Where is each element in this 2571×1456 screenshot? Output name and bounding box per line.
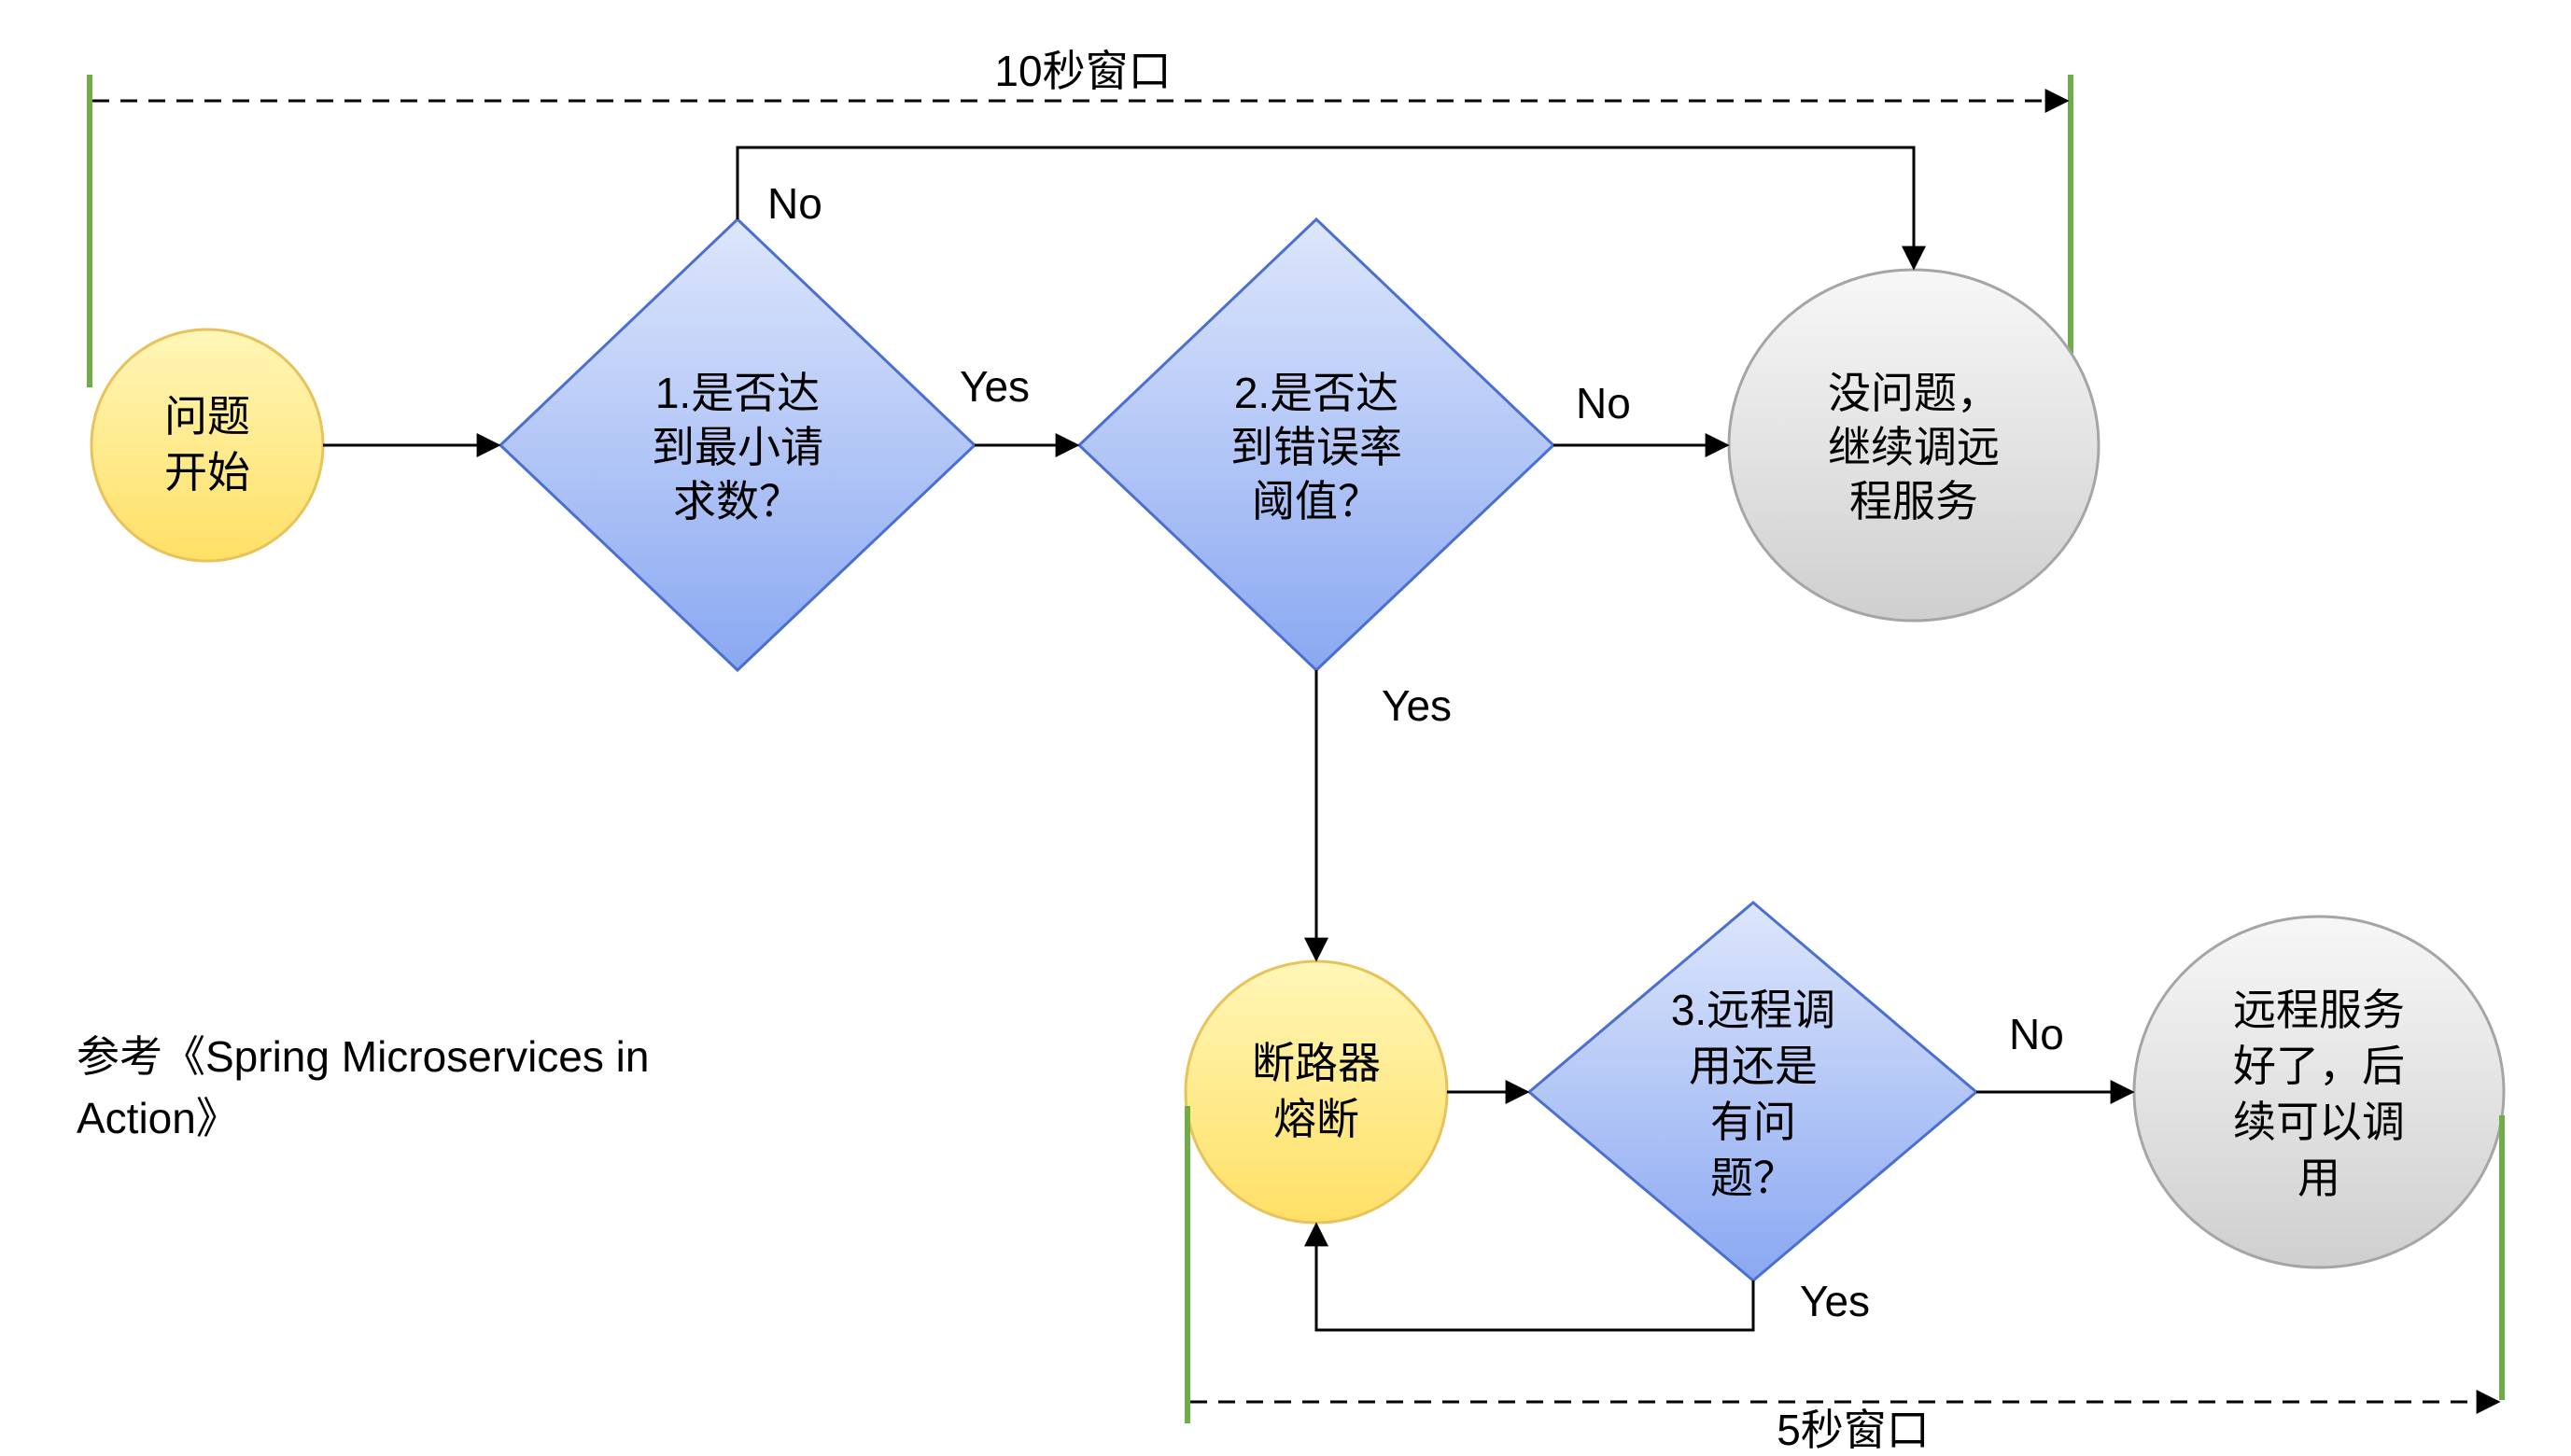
node-ok-line: 程服务	[1849, 477, 1978, 525]
svg-text:续可以调: 续可以调	[2233, 1098, 2405, 1146]
edge-remote-issue-yes	[1304, 1222, 1755, 1332]
decision-min-requests: 1.是否达 到最小请 求数？	[498, 217, 977, 673]
ten-second-window: 10秒窗口	[87, 47, 2073, 387]
svg-text:程服务: 程服务	[1849, 477, 1978, 525]
edge-label-min-requests-yes: Yes	[960, 362, 1030, 411]
reference-note-line-1: 参考《Spring Microservices in	[77, 1032, 649, 1081]
node-ok-continue: 没问题， 继续调远 程服务	[1727, 268, 2100, 623]
decision-text-line: 用还是	[1689, 1042, 1818, 1090]
svg-text:继续调远: 继续调远	[1828, 423, 2000, 471]
svg-text:到最小请: 到最小请	[652, 423, 823, 471]
svg-text:开始: 开始	[164, 448, 250, 497]
node-start-line: 开始	[164, 448, 250, 497]
svg-text:用: 用	[2297, 1154, 2340, 1202]
svg-text:没问题，: 没问题，	[1828, 369, 2000, 417]
decision-text-line: 1.是否达	[655, 369, 820, 417]
node-ok-line: 没问题，	[1828, 369, 2000, 417]
svg-text:到错误率: 到错误率	[1230, 423, 1402, 471]
node-remote-recovered: 远程服务 好了，后 续可以调 用	[2132, 915, 2506, 1269]
node-recovered-line: 远程服务	[2233, 986, 2405, 1034]
svg-text:2.是否达: 2.是否达	[1234, 369, 1398, 417]
node-recovered-line: 续可以调	[2233, 1098, 2405, 1146]
decision-text-line: 有问	[1710, 1098, 1796, 1146]
five-second-window-label: 5秒窗口	[1777, 1406, 1930, 1454]
edge-label-remote-issue-yes: Yes	[1800, 1277, 1870, 1325]
svg-text:好了，后: 好了，后	[2233, 1042, 2405, 1090]
node-breaker-line: 熔断	[1273, 1095, 1359, 1143]
edge-label-error-threshold-yes: Yes	[1382, 681, 1452, 730]
decision-text-line: 题？	[1710, 1154, 1796, 1202]
decision-text-line: 阈值？	[1252, 477, 1381, 525]
decision-remote-issue: 3.远程调 用还是 有问 题？	[1526, 901, 1979, 1282]
svg-text:1.是否达: 1.是否达	[655, 369, 820, 417]
edge-min-requests-no	[736, 146, 1926, 271]
connectors	[323, 146, 2135, 1332]
svg-text:熔断: 熔断	[1273, 1095, 1359, 1143]
node-breaker-open: 断路器 熔断	[1184, 959, 1449, 1225]
svg-text:用还是: 用还是	[1689, 1042, 1818, 1090]
node-recovered-line: 用	[2297, 1154, 2340, 1202]
svg-text:求数？: 求数？	[673, 477, 802, 525]
svg-text:阈值？: 阈值？	[1252, 477, 1381, 525]
reference-note-line-2: Action》	[77, 1094, 239, 1142]
edge-label-min-requests-no: No	[767, 179, 822, 228]
node-ok-line: 继续调远	[1828, 423, 2000, 471]
svg-text:题？: 题？	[1710, 1154, 1796, 1202]
svg-text:3.远程调: 3.远程调	[1671, 986, 1835, 1034]
node-start: 问题 开始	[90, 328, 325, 563]
ten-second-window-label: 10秒窗口	[994, 47, 1171, 95]
svg-text:问题: 问题	[164, 392, 250, 441]
five-second-window: 5秒窗口	[1185, 1106, 2505, 1454]
decision-text-line: 到错误率	[1230, 423, 1402, 471]
decision-error-threshold: 2.是否达 到错误率 阈值？	[1076, 217, 1556, 673]
node-start-line: 问题	[164, 392, 250, 441]
edge-label-remote-issue-no: No	[2009, 1010, 2064, 1058]
svg-text:远程服务: 远程服务	[2233, 986, 2405, 1034]
decision-text-line: 到最小请	[652, 423, 823, 471]
decision-text-line: 3.远程调	[1671, 986, 1835, 1034]
svg-text:有问: 有问	[1710, 1098, 1796, 1146]
decision-text-line: 求数？	[673, 477, 802, 525]
node-breaker-line: 断路器	[1252, 1039, 1381, 1087]
decision-text-line: 2.是否达	[1234, 369, 1398, 417]
node-recovered-line: 好了，后	[2233, 1042, 2405, 1090]
svg-text:断路器: 断路器	[1252, 1039, 1381, 1087]
edge-label-error-threshold-no: No	[1576, 379, 1631, 427]
